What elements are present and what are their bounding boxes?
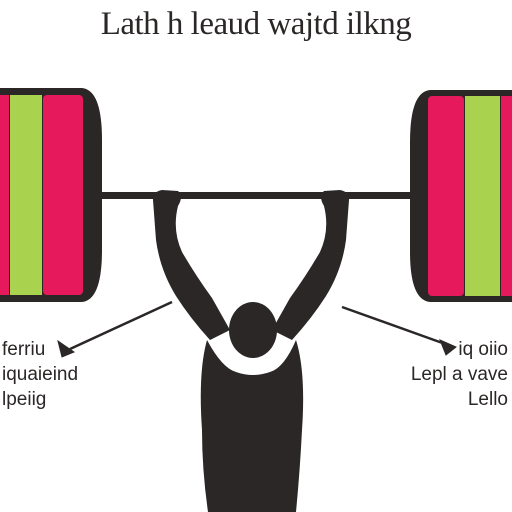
left-label-3: lpeiig [2,389,47,410]
lifter-silhouette [152,190,350,512]
right-weight-plates [410,90,512,302]
left-pointer-line [69,300,173,351]
barbell-bar [95,192,415,199]
left-weight-plates [0,88,102,302]
page-title: Lath h leaud wajtd ilkng [100,6,412,42]
right-callout-labels: iq oiio Lepl a vave Lello [411,337,508,412]
right-label-1: iq oiio [458,339,508,360]
left-plate-pink-outer [43,95,83,295]
lifter-head [229,302,277,358]
right-plate-pink-inner [501,96,512,296]
left-callout-labels: ferriu iquaieind lpeiig [2,337,78,412]
lifter-left-arm [152,190,230,340]
right-label-2: Lepl a vave [410,364,508,385]
right-pointer-line [341,305,449,347]
lifter-torso [200,340,304,512]
left-plate-pink-inner [0,95,9,295]
left-label-2: iquaieind [2,364,79,385]
callout-pointers [57,300,457,358]
left-label-1: ferriu [2,339,46,360]
right-label-3: Lello [467,389,508,410]
left-pointer-arrowhead [57,339,76,358]
lifter-right-arm [272,190,350,340]
right-plate-green [465,96,500,296]
right-pointer-arrowhead [439,339,457,356]
right-plate-pink-outer [428,96,464,296]
left-plate-green [10,95,42,295]
